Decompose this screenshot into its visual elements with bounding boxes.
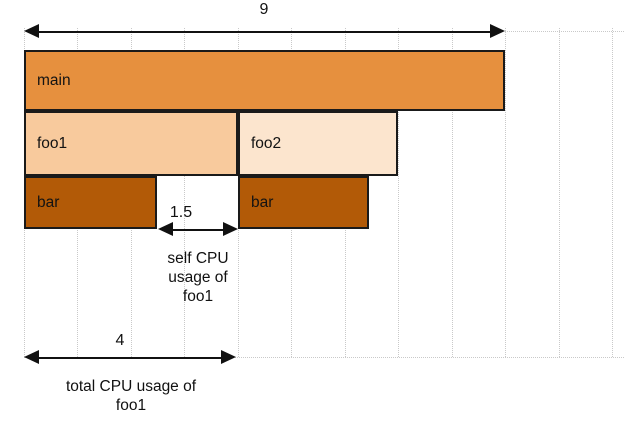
frame-bar-right[interactable]: bar [238, 176, 369, 229]
frame-main[interactable]: main [24, 50, 505, 111]
measure-value-self-cpu-foo1: 1.5 [169, 204, 193, 221]
arrowhead-left-icon [158, 222, 173, 236]
frame-foo2[interactable]: foo2 [238, 111, 398, 176]
frame-label-foo1: foo1 [37, 134, 68, 152]
gridline-vertical [184, 28, 185, 357]
gridline-horizontal-baseline [24, 357, 624, 358]
caption-line: foo1 [182, 287, 214, 305]
measure-line [167, 229, 229, 231]
caption-line: foo1 [115, 396, 147, 414]
gridline-vertical [612, 28, 613, 357]
arrowhead-right-icon [223, 222, 238, 236]
caption-line: usage of [168, 268, 228, 286]
frame-label-bar-left: bar [37, 193, 60, 211]
arrowhead-left-icon [24, 350, 39, 364]
gridline-vertical [559, 28, 560, 357]
gridline-vertical [505, 28, 506, 357]
arrowhead-left-icon [24, 24, 39, 38]
caption-line: self CPU [167, 250, 229, 267]
caption-total-cpu-foo1: total CPU usage of foo1 [38, 378, 224, 416]
frame-label-main: main [37, 71, 71, 89]
gridline-vertical [452, 28, 453, 357]
measure-line [33, 357, 227, 359]
caption-self-cpu-foo1: self CPU usage of foo1 [149, 250, 247, 307]
frame-bar-left[interactable]: bar [24, 176, 157, 229]
gridline-horizontal-top [505, 31, 624, 32]
measure-value-total-main: 9 [259, 1, 269, 18]
caption-line: total CPU usage of [65, 378, 197, 395]
arrowhead-right-icon [490, 24, 505, 38]
arrowhead-right-icon [221, 350, 236, 364]
measure-line [33, 31, 496, 33]
measure-value-total-cpu-foo1: 4 [115, 332, 125, 349]
frame-label-foo2: foo2 [251, 134, 282, 152]
frame-label-bar-right: bar [251, 193, 274, 211]
frame-foo1[interactable]: foo1 [24, 111, 238, 176]
gridline-vertical [398, 28, 399, 357]
